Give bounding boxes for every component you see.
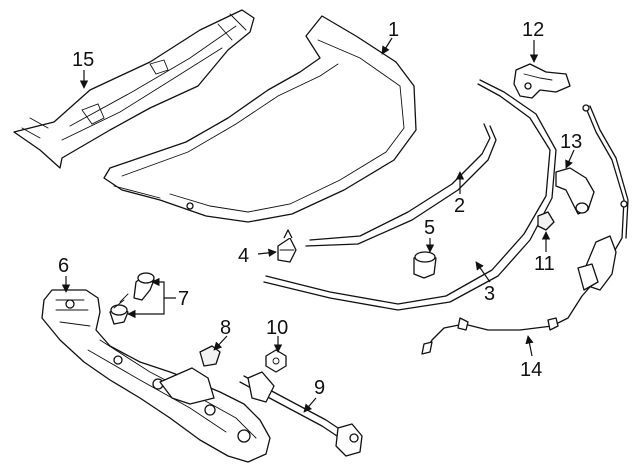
callout-4: 4 [238, 245, 249, 267]
callout-6: 6 [58, 255, 69, 277]
callout-15: 15 [72, 49, 94, 71]
part-3-weatherstrip [263, 79, 557, 311]
callout-13: 13 [560, 131, 582, 153]
callout-12: 12 [522, 19, 544, 41]
part-4-clip [277, 229, 297, 263]
callout-10: 10 [266, 317, 288, 339]
leader-lines [61, 37, 575, 413]
callout-14: 14 [520, 359, 542, 381]
callout-11: 11 [534, 253, 555, 275]
part-9-strut [239, 371, 363, 457]
callout-8: 8 [220, 317, 231, 339]
part-2-seal [305, 123, 497, 247]
callout-labels: 1 2 3 4 5 6 7 8 9 10 11 12 13 14 15 [58, 19, 582, 399]
part-7-bolts [109, 272, 155, 325]
part-11-block [537, 211, 555, 231]
callout-2: 2 [454, 195, 465, 217]
part-6-hinge [41, 289, 271, 463]
part-12-bracket [513, 63, 571, 99]
callout-3: 3 [484, 283, 495, 305]
part-13-bracket [555, 167, 595, 215]
callout-1: 1 [388, 19, 399, 41]
part-15-panel [13, 9, 255, 169]
callout-5: 5 [424, 217, 435, 239]
part-10-nut [265, 349, 287, 373]
callout-7: 7 [178, 288, 189, 310]
part-5-bumper [413, 251, 437, 279]
part-1-rear-window [103, 15, 417, 223]
part-14-cable [421, 104, 629, 355]
part-8-pad [199, 345, 221, 367]
callout-9: 9 [314, 377, 325, 399]
